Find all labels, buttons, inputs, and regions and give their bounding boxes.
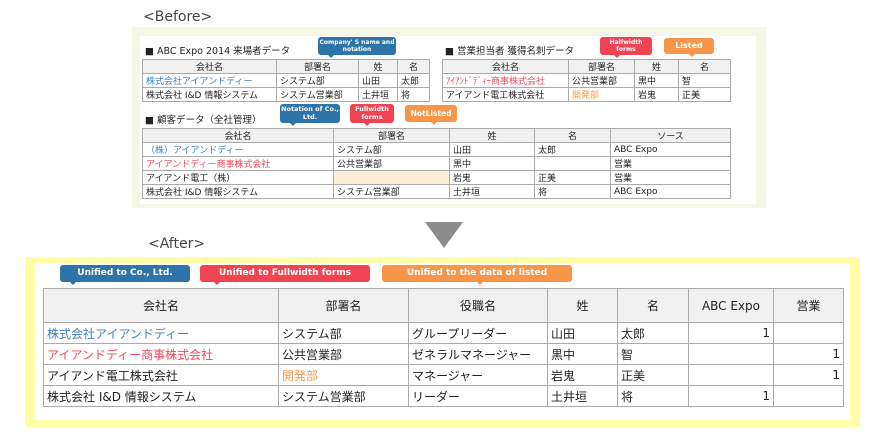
callout-unified-listed: Unified to the data of listed: [382, 265, 572, 285]
visitor-table: 会社名部署名姓名 株式会社アイアンドディーシステム部山田太郎 株式会社 I&D …: [142, 59, 430, 102]
callout-notation-co: Notation of Co., Ltd.: [280, 104, 340, 126]
table-row: アイアンド電工（株）岩鬼正美営業: [142, 170, 731, 185]
table2-title: ■ 営業担当者 獲得名刺データ: [445, 46, 575, 57]
callout-unified-co: Unified to Co., Ltd.: [60, 265, 190, 285]
callout-unified-fullwidth: Unified to Fullwidth forms: [200, 265, 370, 285]
table-row: アイアンドディー商事株式会社公共営業部黒中営業: [142, 156, 731, 171]
table-row: 株式会社アイアンドディーシステム部山田太郎: [142, 73, 430, 88]
callout-fullwidth: Fullwidth forms: [350, 104, 394, 126]
before-label: <Before>: [143, 9, 213, 25]
callout-listed: Listed: [664, 38, 714, 57]
after-label: <After>: [148, 236, 206, 252]
callout-halfwidth: Halfwidth forms: [600, 37, 652, 58]
table-row: ｱｲｱﾝﾄﾞﾃﾞｨｰ商事株式会社公共営業部黒中智: [442, 73, 731, 88]
business-card-table: 会社名部署名姓名 ｱｲｱﾝﾄﾞﾃﾞｨｰ商事株式会社公共営業部黒中智 アイアンド電…: [442, 59, 731, 102]
table3-title: ■ 顧客データ（全社管理）: [145, 115, 262, 126]
callout-notlisted: NotListed: [405, 105, 457, 125]
table1-title: ■ ABC Expo 2014 来場者データ: [145, 46, 291, 57]
table-row: アイアンド電工株式会社開発部岩鬼正美: [442, 87, 731, 102]
down-arrow-icon: [425, 222, 463, 248]
table-row: 株式会社 I&D 情報システムシステム営業部土井垣将: [142, 87, 430, 102]
callout-company-name: Company' S name and notation: [318, 37, 396, 58]
